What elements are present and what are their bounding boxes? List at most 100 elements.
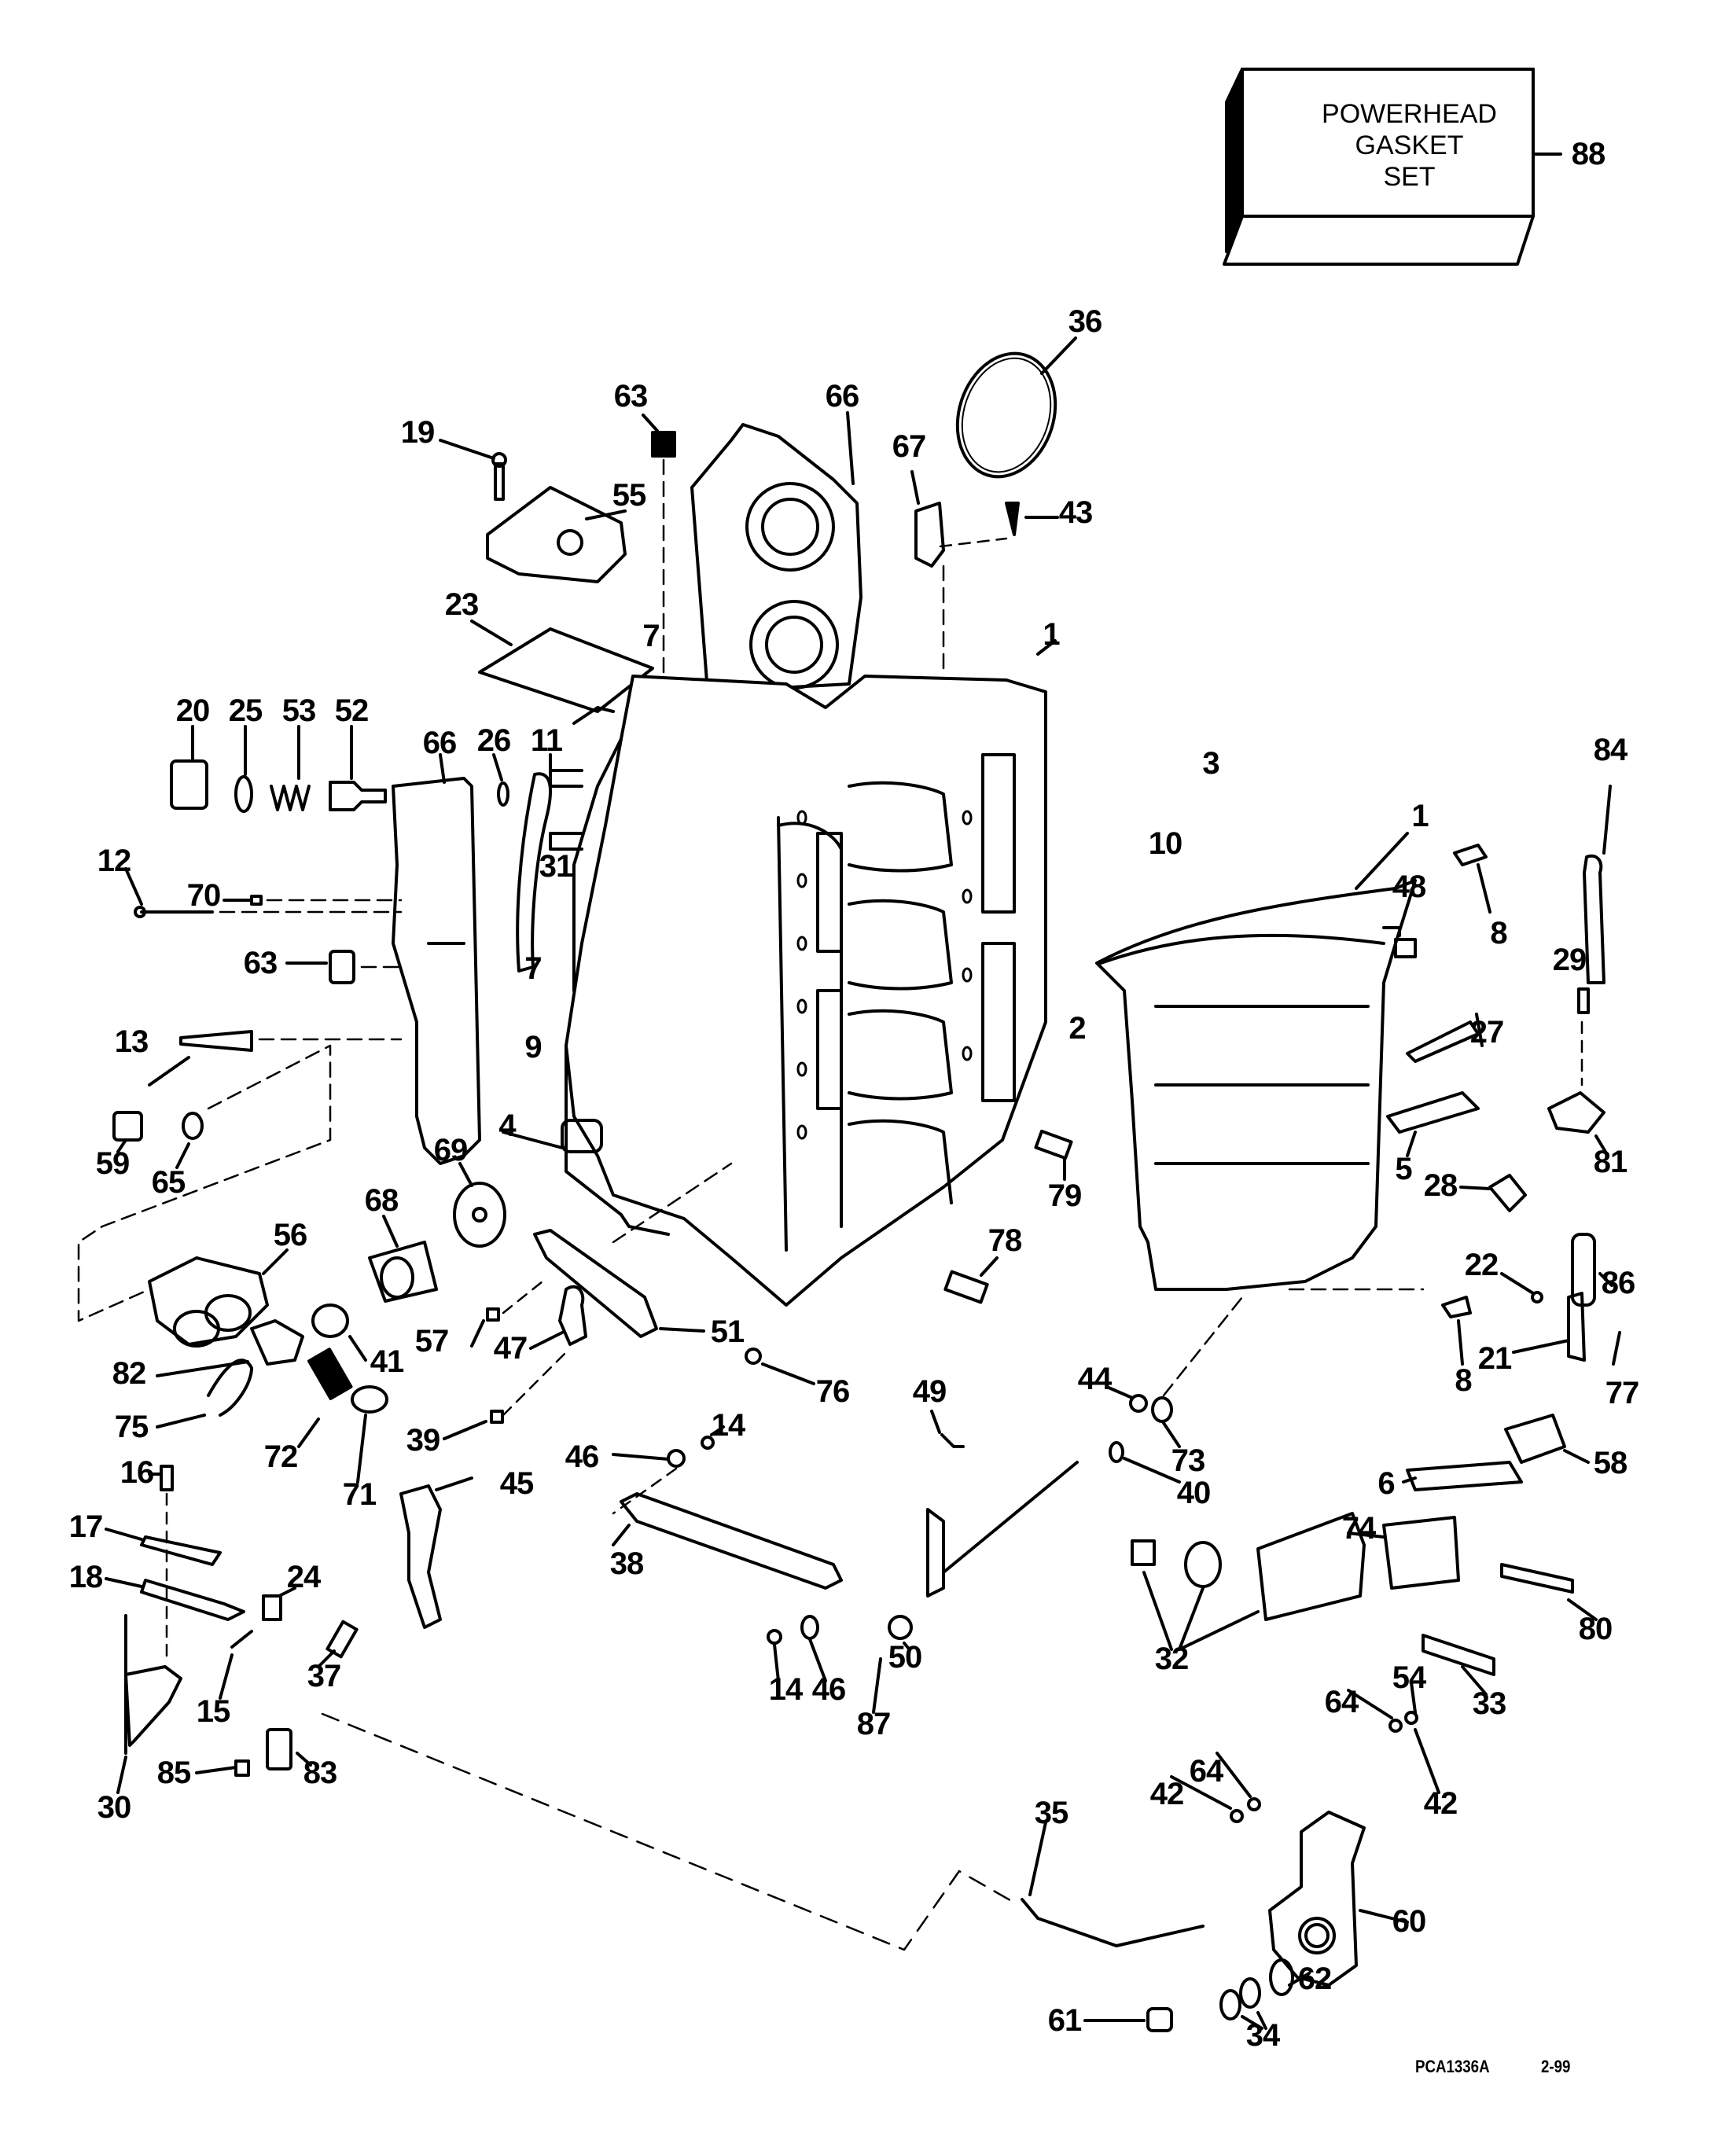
callout-10: 10 [1148, 826, 1182, 861]
callout-76: 76 [815, 1374, 850, 1409]
callout-40: 40 [1176, 1476, 1211, 1510]
callout-2: 2 [1068, 1011, 1086, 1046]
callout-13: 13 [114, 1024, 149, 1059]
fitting-59-65 [77, 1044, 332, 1322]
callout-79: 79 [1047, 1178, 1082, 1213]
callout-74: 74 [1341, 1511, 1376, 1546]
callout-7: 7 [524, 951, 542, 986]
callout-25: 25 [228, 693, 263, 728]
callout-32: 32 [1154, 1642, 1189, 1676]
figure-date: 2-99 [1541, 2057, 1571, 2076]
callout-58: 58 [1593, 1446, 1628, 1480]
callout-44: 44 [1077, 1362, 1112, 1396]
block-side [502, 737, 670, 1236]
callout-7: 7 [642, 619, 660, 653]
callout-30: 30 [97, 1790, 131, 1825]
callout-66: 66 [422, 726, 457, 760]
callout-45: 45 [499, 1466, 534, 1501]
callout-9: 9 [524, 1030, 542, 1064]
seal-68 [368, 1162, 506, 1303]
callout-3: 3 [1202, 746, 1219, 781]
outlet-cover [392, 753, 481, 1165]
callout-4: 4 [498, 1109, 516, 1143]
cover-plate [486, 486, 627, 583]
callout-61: 61 [1047, 2003, 1082, 2038]
callout-1: 1 [1411, 799, 1429, 833]
callout-16: 16 [120, 1455, 154, 1490]
callout-82: 82 [112, 1356, 146, 1391]
callout-72: 72 [263, 1440, 298, 1474]
callout-64: 64 [1324, 1685, 1359, 1719]
callout-26: 26 [476, 723, 511, 758]
callout-55: 55 [612, 478, 646, 513]
callout-62: 62 [1297, 1962, 1332, 1996]
linkage-51 [443, 1162, 733, 1440]
callout-60: 60 [1392, 1904, 1426, 1939]
callout-29: 29 [1552, 943, 1587, 977]
callout-66: 66 [825, 379, 859, 414]
callout-14: 14 [768, 1672, 803, 1707]
callout-86: 86 [1601, 1266, 1635, 1300]
callout-81: 81 [1593, 1145, 1628, 1179]
plug-63-top [642, 414, 676, 686]
callout-75: 75 [114, 1410, 149, 1444]
callout-49: 49 [912, 1374, 947, 1409]
callout-12: 12 [97, 844, 131, 878]
callout-20: 20 [175, 693, 210, 728]
callout-52: 52 [334, 693, 369, 728]
right-hardware [1288, 785, 1621, 1491]
cylinder-head-cover [690, 411, 862, 693]
callout-69: 69 [433, 1133, 468, 1167]
kit-label-line2: GASKET [1355, 131, 1464, 160]
callout-19: 19 [400, 415, 435, 450]
callout-14: 14 [711, 1408, 745, 1443]
callout-64: 64 [1189, 1754, 1223, 1789]
callout-34: 34 [1245, 2018, 1280, 2053]
callout-51: 51 [710, 1314, 745, 1349]
callout-88: 88 [1571, 137, 1605, 171]
shift-arm-assembly [1021, 1681, 1440, 2032]
thermostat-parts [170, 725, 387, 813]
gasket-23 [470, 620, 654, 713]
callout-31: 31 [539, 849, 573, 884]
o-ring-gasket [955, 336, 1077, 479]
callout-39: 39 [406, 1423, 440, 1458]
callout-33: 33 [1472, 1686, 1506, 1721]
callout-71: 71 [342, 1477, 377, 1512]
callout-59: 59 [95, 1146, 130, 1181]
callout-70: 70 [186, 878, 221, 913]
callout-77: 77 [1605, 1376, 1639, 1410]
callout-28: 28 [1423, 1168, 1458, 1203]
lower-left-brackets [105, 1465, 1016, 1951]
callout-47: 47 [493, 1331, 528, 1366]
left-fasteners [124, 867, 403, 1087]
callout-18: 18 [68, 1560, 103, 1594]
kit-label-line3: SET [1383, 162, 1436, 192]
callout-1: 1 [1043, 617, 1060, 652]
callout-5: 5 [1395, 1152, 1412, 1186]
callout-84: 84 [1593, 733, 1628, 767]
kit-label-line1: POWERHEAD [1322, 99, 1497, 129]
callout-11: 11 [530, 723, 563, 758]
callout-80: 80 [1578, 1612, 1613, 1646]
callout-73: 73 [1171, 1443, 1205, 1478]
callout-42: 42 [1423, 1786, 1458, 1821]
cylinder-block [549, 639, 1057, 1307]
bolt-19 [439, 439, 507, 501]
callout-65: 65 [151, 1165, 186, 1200]
callout-83: 83 [303, 1756, 337, 1790]
callout-43: 43 [1058, 495, 1093, 530]
callout-85: 85 [156, 1756, 191, 1790]
callout-67: 67 [892, 429, 926, 464]
callout-23: 23 [444, 587, 479, 622]
figure-code: PCA1336A [1415, 2057, 1490, 2076]
callout-63: 63 [613, 379, 648, 414]
callout-15: 15 [196, 1694, 230, 1729]
callout-63: 63 [243, 946, 278, 980]
callout-48: 48 [1392, 870, 1426, 904]
callout-68: 68 [364, 1183, 399, 1218]
callout-38: 38 [609, 1546, 644, 1581]
gasket-set-box [1223, 68, 1562, 266]
